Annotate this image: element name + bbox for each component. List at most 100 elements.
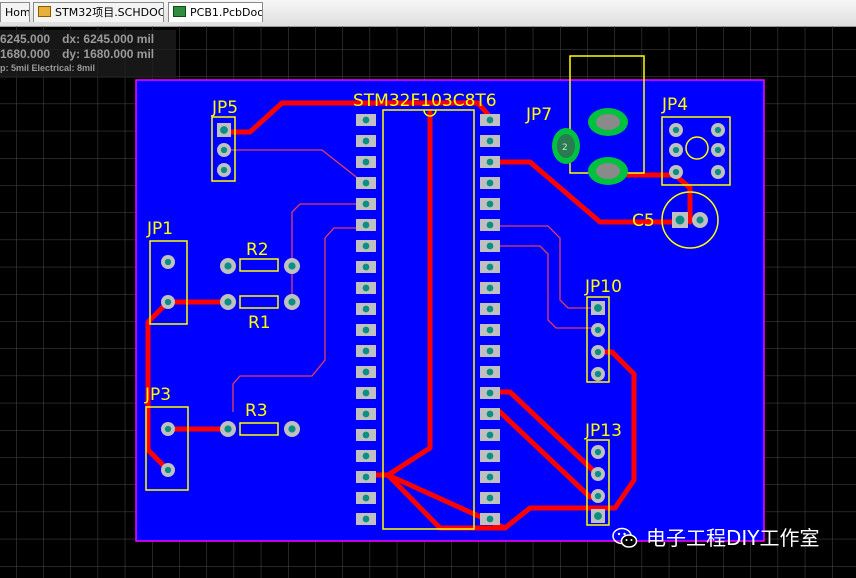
pads — [161, 114, 725, 525]
wechat-icon — [612, 527, 638, 548]
jp1-pad-hole — [164, 298, 172, 306]
u1-pad-hole — [486, 116, 494, 124]
jp5-pad-hole — [220, 166, 228, 174]
tab-schematic[interactable]: STM32项目.SCHDOC — [33, 2, 164, 22]
jp13-pad-hole — [594, 512, 602, 520]
resistor-pad-hole — [288, 298, 296, 306]
tab-pcb-label: PCB1.PcbDoc — [190, 6, 263, 19]
c5-designator: C5 — [632, 211, 655, 231]
u1-pad-hole — [486, 221, 494, 229]
u1-pad-hole — [486, 494, 494, 502]
u1-pad-hole — [362, 137, 370, 145]
u1-pad-hole — [486, 452, 494, 460]
u1-pad-hole — [486, 284, 494, 292]
jp4-designator: JP4 — [661, 95, 688, 115]
jp5-pad-hole — [220, 146, 228, 154]
watermark-text: 电子工程DIY工作室 — [646, 526, 820, 550]
u1-pad-hole — [362, 326, 370, 334]
u1-pad-hole — [486, 200, 494, 208]
tab-home[interactable]: Home — [0, 2, 30, 22]
u1-pad-hole — [486, 326, 494, 334]
hud-y-value: 1680.000 — [0, 47, 51, 61]
tab-pcb[interactable]: PCB1.PcbDoc — [168, 2, 263, 22]
tab-schematic-label: STM32项目.SCHDOC — [55, 6, 164, 19]
board-outline — [135, 79, 765, 542]
u1-pad-hole — [362, 473, 370, 481]
jp13-pad-hole — [594, 448, 602, 456]
resistor-pad-hole — [288, 262, 296, 270]
jp1-pad-hole — [164, 258, 172, 266]
u1-pad-hole — [362, 347, 370, 355]
u1-designator: STM32F103C8T6 — [353, 91, 497, 111]
u1-pad-hole — [362, 158, 370, 166]
u1-pad-hole — [362, 452, 370, 460]
jp3-pad-hole — [164, 466, 172, 474]
hud-dx-label: dx: — [62, 32, 81, 46]
u1-pad-hole — [362, 242, 370, 250]
u1-pad-hole — [362, 410, 370, 418]
jp10-pad-hole — [594, 348, 602, 356]
u1-pad-hole — [486, 305, 494, 313]
hud-design-rules: p: 5mil Electrical: 8mil — [0, 63, 96, 73]
u1-pad-hole — [362, 431, 370, 439]
tab-home-label: Home — [5, 6, 30, 19]
jp4-pad-hole — [714, 126, 722, 134]
c5-pad-hole — [696, 216, 704, 224]
hud-y-line: 1680.000 dy: 1680.000 mil — [0, 47, 154, 61]
u1-pad-hole — [486, 137, 494, 145]
u1-pad-hole — [486, 389, 494, 397]
jp5-pad-hole — [220, 126, 228, 134]
jp7-pads — [552, 108, 628, 185]
u1-pad-hole — [486, 473, 494, 481]
copper-pour — [136, 80, 764, 541]
jp3-pad-hole — [164, 425, 172, 433]
jp10-pad-hole — [594, 326, 602, 334]
jp10-pad-hole — [594, 370, 602, 378]
u1-pad-hole — [486, 179, 494, 187]
jp10-designator: JP10 — [584, 277, 622, 297]
jp10-pad-hole — [594, 304, 602, 312]
jp4-pad-hole — [672, 168, 680, 176]
watermark: 电子工程DIY工作室 — [612, 522, 820, 551]
jp7-designator: JP7 — [525, 105, 552, 125]
resistor-pad-hole — [224, 262, 232, 270]
jp5-designator: JP5 — [211, 98, 238, 118]
hud-dy-label: dy: — [62, 47, 81, 61]
hud-x-value: 6245.000 — [0, 32, 51, 46]
jp3-designator: JP3 — [144, 385, 171, 405]
top-layer-tracks — [145, 100, 693, 531]
jp4-pad-hole — [672, 126, 680, 134]
jp4-pad-hole — [714, 168, 722, 176]
u1-pad-hole — [362, 284, 370, 292]
u1-pad-hole — [486, 515, 494, 523]
resistor-pad-hole — [224, 425, 232, 433]
u1-pad-hole — [362, 368, 370, 376]
u1-pad-hole — [362, 200, 370, 208]
u1-pad-hole — [362, 221, 370, 229]
u1-pad-hole — [362, 305, 370, 313]
u1-pad-hole — [362, 494, 370, 502]
u1-pad-hole — [362, 515, 370, 523]
u1-pad-hole — [486, 431, 494, 439]
r3-designator: R3 — [245, 401, 268, 421]
u1-pad-hole — [362, 263, 370, 271]
jp1-designator: JP1 — [146, 219, 173, 239]
u1-pad-hole — [362, 389, 370, 397]
jp4-pad-hole — [672, 146, 680, 154]
hud-dy-value: 1680.000 mil — [83, 47, 155, 61]
resistor-pad-hole — [288, 425, 296, 433]
u1-pad-hole — [362, 179, 370, 187]
r2-designator: R2 — [246, 240, 269, 260]
pcb-icon — [173, 6, 186, 17]
pcb-canvas[interactable]: 2 STM32F103C8T6 JP5 JP7 JP4 C5 JP1 R2 R1… — [0, 26, 856, 578]
document-tab-bar: Home STM32项目.SCHDOC PCB1.PcbDoc — [0, 0, 856, 27]
jp13-pad-hole — [594, 470, 602, 478]
u1-pad-hole — [486, 368, 494, 376]
resistor-pad-hole — [224, 298, 232, 306]
u1-pad-hole — [486, 158, 494, 166]
jp4-pad-hole — [714, 146, 722, 154]
u1-pad-hole — [486, 242, 494, 250]
u1-pad-hole — [362, 116, 370, 124]
